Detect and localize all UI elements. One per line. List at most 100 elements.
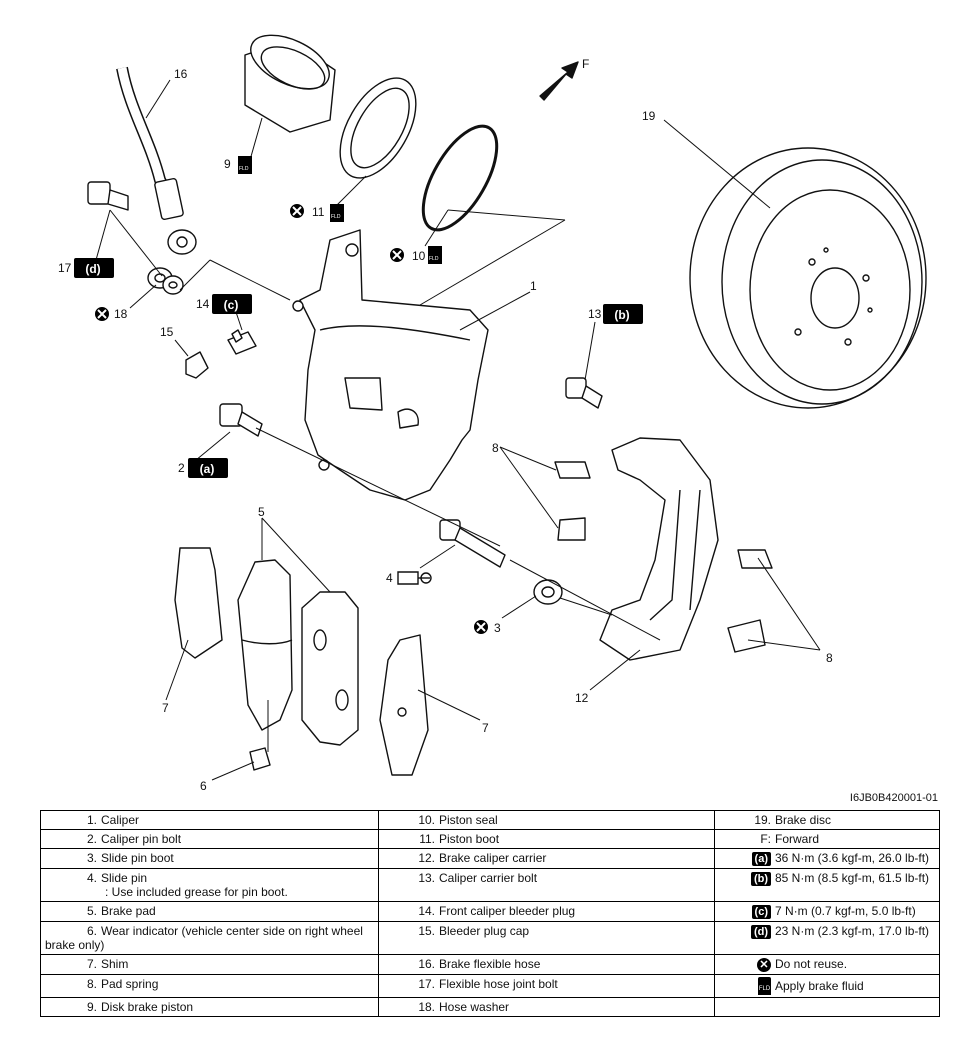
- legend-text: 85 N·m (8.5 kgf-m, 61.5 lb-ft): [775, 871, 930, 885]
- legend-cell: (b) 85 N·m (8.5 kgf-m, 61.5 lb-ft): [714, 868, 940, 902]
- pad-spring: [727, 619, 766, 653]
- pad-spring: [554, 461, 591, 479]
- legend-number: 6.: [86, 924, 97, 938]
- legend-text: 7 N·m (0.7 kgf-m, 5.0 lb-ft): [775, 904, 916, 918]
- torque-badge-c: (c): [212, 294, 252, 314]
- legend-text: Caliper carrier bolt: [439, 871, 538, 885]
- legend-number: 19.: [754, 813, 771, 827]
- legend-number: 15.: [418, 924, 435, 938]
- legend-text: Brake disc: [775, 813, 832, 827]
- callout-12: 12: [575, 691, 589, 705]
- callout-6: 6: [200, 779, 207, 793]
- svg-text:(c): (c): [224, 298, 239, 312]
- svg-text:(a): (a): [200, 462, 215, 476]
- legend-subtext: : Use included grease for pin boot.: [105, 885, 288, 899]
- legend-number: 2.: [86, 832, 97, 846]
- legend-text: Caliper: [101, 813, 140, 827]
- legend-text: Wear indicator (vehicle center side on r…: [45, 924, 363, 952]
- torque-spec-icon: (c): [719, 904, 771, 919]
- legend-text: 23 N·m (2.3 kgf-m, 17.0 lb-ft): [775, 924, 930, 938]
- do-not-reuse-icon: ✕: [719, 957, 771, 972]
- legend-number: 14.: [418, 904, 435, 918]
- brake-pad-inner: [237, 559, 293, 731]
- legend-cell: 14. Front caliper bleeder plug: [378, 901, 715, 922]
- legend-cell: 16. Brake flexible hose: [378, 954, 715, 975]
- torque-spec-icon: (a): [719, 851, 771, 866]
- legend-text: Pad spring: [101, 977, 159, 991]
- torque-spec-icon: (d): [719, 924, 771, 939]
- hose-washer: [162, 275, 184, 295]
- legend-cell: 1.Caliper: [40, 810, 379, 830]
- svg-text:(b): (b): [614, 308, 629, 322]
- legend-number: 17.: [418, 977, 435, 991]
- do-not-reuse-icon: [93, 202, 490, 636]
- legend-cell: 3.Slide pin boot: [40, 848, 379, 869]
- legend-cell: 17.Flexible hose joint bolt: [378, 974, 715, 998]
- legend-text: Shim: [101, 957, 129, 971]
- callout-8b: 8: [826, 651, 833, 665]
- legend-number: 9.: [86, 1000, 97, 1014]
- legend-text: Apply brake fluid: [775, 979, 864, 993]
- callout-16: 16: [174, 67, 188, 81]
- legend-text: Front caliper bleeder plug: [439, 904, 576, 918]
- disk-brake-piston: [244, 34, 336, 133]
- legend-number: 18.: [418, 1000, 435, 1014]
- legend-text: Brake pad: [101, 904, 156, 918]
- legend-cell: ✕ Do not reuse.: [714, 954, 940, 975]
- wear-indicator: [249, 747, 271, 771]
- fld-label: FLD: [331, 214, 341, 220]
- legend-text: Do not reuse.: [775, 957, 848, 971]
- callout-5: 5: [258, 505, 265, 519]
- hose-fitting: [154, 177, 184, 221]
- shim-outer: [379, 634, 429, 776]
- brake-pad-outer: [301, 591, 359, 746]
- torque-badge-a: (a): [188, 458, 228, 478]
- callout-forward: F: [582, 57, 589, 71]
- legend-cell: FLD Apply brake fluid: [714, 974, 940, 998]
- legend-cell: 9.Disk brake piston: [40, 997, 379, 1017]
- forward-arrow: [539, 61, 579, 101]
- legend-text: Brake flexible hose: [439, 957, 541, 971]
- legend-number: 16.: [418, 957, 435, 971]
- front-caliper-bleeder-plug: [227, 329, 257, 355]
- torque-spec-icon: (b): [719, 871, 771, 886]
- legend-cell: [714, 997, 940, 1017]
- callout-19: 19: [642, 109, 656, 123]
- legend-cell: 12.Brake caliper carrier: [378, 848, 715, 869]
- legend-number: 5.: [86, 904, 97, 918]
- legend-number: 8.: [86, 977, 97, 991]
- callout-2: 2: [178, 461, 185, 475]
- legend-text: Bleeder plug cap: [439, 924, 530, 938]
- legend-number: 13.: [418, 871, 435, 885]
- callout-1: 1: [530, 279, 537, 293]
- legend-number: F:: [760, 832, 771, 846]
- legend-number: 4.: [86, 871, 97, 885]
- callout-15: 15: [160, 325, 174, 339]
- callout-7b: 7: [482, 721, 489, 735]
- legend-cell: 2. Caliper pin bolt: [40, 829, 379, 849]
- slide-pin: [439, 519, 506, 568]
- bleeder-plug-cap: [185, 351, 209, 379]
- legend-cell: 11.Piston boot: [378, 829, 715, 849]
- legend-text: Caliper pin bolt: [101, 832, 182, 846]
- callout-14: 14: [196, 297, 210, 311]
- callout-10: 10: [412, 249, 426, 263]
- legend-cell: 5. Brake pad: [40, 901, 379, 922]
- callout-7a: 7: [162, 701, 169, 715]
- brake-disc: [689, 147, 927, 409]
- brake-fluid-icon: FLD: [719, 977, 771, 995]
- fld-label: FLD: [239, 166, 249, 172]
- callout-17: 17: [58, 261, 72, 275]
- legend-text: Brake caliper carrier: [439, 851, 547, 865]
- legend-cell: F:Forward: [714, 829, 940, 849]
- flexible-hose-joint-bolt: [87, 181, 129, 211]
- legend-cell: (c) 7 N·m (0.7 kgf-m, 5.0 lb-ft): [714, 901, 940, 922]
- callout-8a: 8: [492, 441, 499, 455]
- legend-cell: 18.Hose washer: [378, 997, 715, 1017]
